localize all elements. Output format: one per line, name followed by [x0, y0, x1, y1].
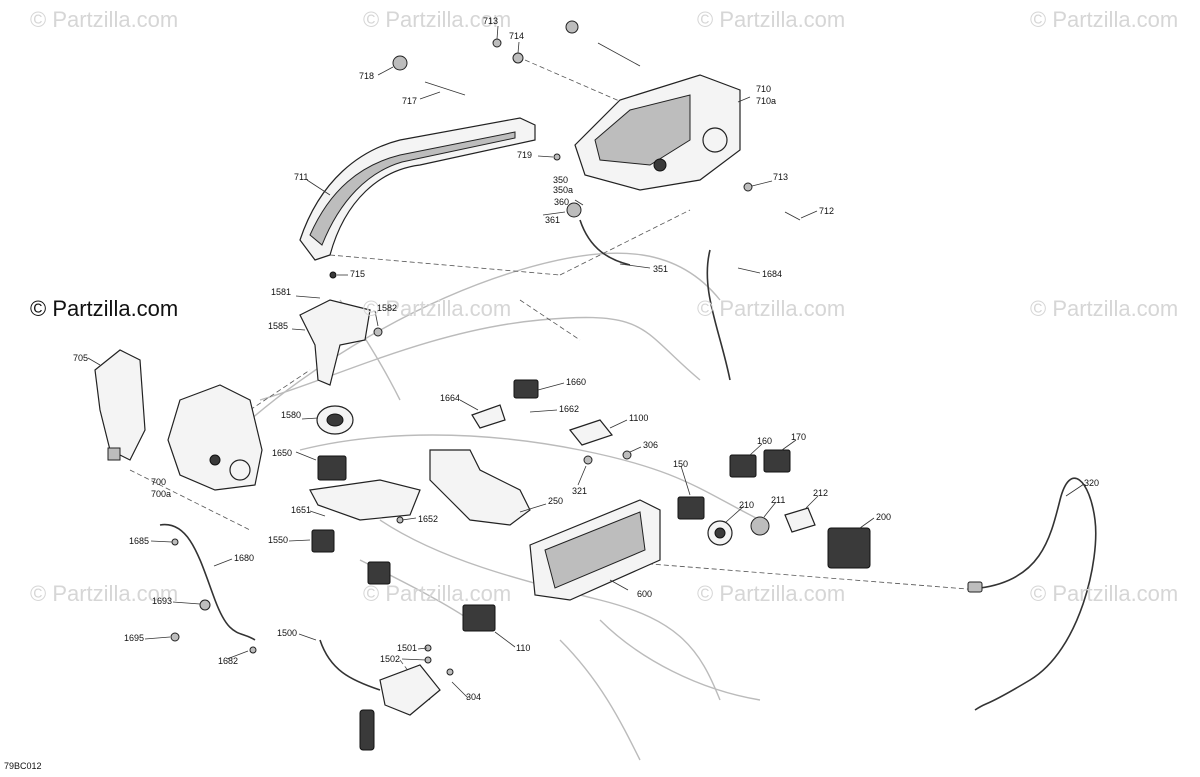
- part-label: 351: [653, 264, 669, 274]
- part-label: 713: [773, 172, 789, 182]
- part-label: 150: [673, 459, 689, 469]
- part-1585-bracket: [299, 299, 371, 386]
- part-110-switch: [462, 604, 496, 632]
- part-label: 1652: [418, 514, 439, 524]
- watermark: © Partzilla.com: [697, 296, 846, 321]
- part-label: 1680: [234, 553, 255, 563]
- part-200-keypad: [827, 527, 871, 569]
- part-label: 712: [819, 206, 835, 216]
- part-label: 705: [73, 353, 89, 363]
- part-label: 1100: [629, 413, 649, 423]
- part-705-lens: [94, 349, 146, 461]
- part-label: 711: [294, 172, 309, 182]
- part-1680-wire: [159, 523, 256, 641]
- part-1500-switch: [319, 639, 441, 751]
- part-label: 1660: [566, 377, 587, 387]
- watermark: © Partzilla.com: [697, 581, 846, 606]
- part-label: 320: [1084, 478, 1100, 488]
- watermark: © Partzilla.com: [30, 7, 179, 32]
- part-label: 211: [771, 495, 786, 505]
- part-710-housing: [574, 74, 741, 191]
- part-label: 1582: [377, 303, 398, 313]
- part-label: 719: [517, 150, 533, 160]
- part-160-switch: [729, 454, 757, 478]
- part-label: 212: [813, 488, 829, 498]
- part-label: 1684: [762, 269, 783, 279]
- part-label: 350: [553, 175, 569, 185]
- part-210-knob: [707, 520, 733, 546]
- part-1550-relay: [311, 529, 335, 553]
- part-250-bracket: [429, 449, 531, 526]
- part-label: 1501: [397, 643, 418, 653]
- part-label: 700: [151, 477, 167, 487]
- watermark: © Partzilla.com: [363, 7, 512, 32]
- watermark: © Partzilla.com: [30, 581, 179, 606]
- part-1664-clip: [471, 404, 506, 429]
- part-700-housing: [167, 384, 263, 491]
- part-label: 1664: [440, 393, 461, 403]
- part-1580-horn: [316, 405, 354, 435]
- part-label: 304: [466, 692, 482, 702]
- part-label: 360: [554, 197, 570, 207]
- hardware-nuts-bolts: [170, 20, 801, 676]
- part-label: 1651: [291, 505, 312, 515]
- part-label: 200: [876, 512, 892, 522]
- watermark-primary: © Partzilla.com: [30, 296, 179, 321]
- part-label: 714: [509, 31, 525, 41]
- part-label: 1500: [277, 628, 298, 638]
- part-1650-bracket: [309, 455, 421, 521]
- part-label: 718: [359, 71, 375, 81]
- part-label: 700a: [151, 489, 172, 499]
- part-label: 1650: [272, 448, 293, 458]
- part-211-ring: [750, 516, 770, 536]
- watermark: © Partzilla.com: [1030, 296, 1179, 321]
- part-1660-sensor: [513, 379, 539, 399]
- part-label: 717: [402, 96, 418, 106]
- part-label: 1662: [559, 404, 580, 414]
- part-label: 1685: [129, 536, 150, 546]
- part-600-cluster: [529, 499, 661, 601]
- part-150-switch: [677, 496, 705, 520]
- part-1684-wire: [706, 249, 731, 381]
- part-170-switch: [763, 449, 791, 473]
- part-label: 1581: [271, 287, 292, 297]
- watermark: © Partzilla.com: [363, 581, 512, 606]
- part-label: 715: [350, 269, 366, 279]
- part-label: 306: [643, 440, 659, 450]
- part-label: 1695: [124, 633, 145, 643]
- part-label: 1693: [152, 596, 173, 606]
- part-212-socket: [784, 507, 816, 533]
- leader-lines: [87, 25, 1085, 699]
- part-label: 160: [757, 436, 773, 446]
- part-label: 710: [756, 84, 772, 94]
- part-label: 710a: [756, 96, 777, 106]
- part-1100-connector: [568, 419, 614, 446]
- part-label: 250: [548, 496, 564, 506]
- part-label: 110: [516, 643, 531, 653]
- part-label: 350a: [553, 185, 574, 195]
- part-711-trim: [299, 117, 536, 261]
- watermark: © Partzilla.com: [1030, 7, 1179, 32]
- part-label: 1502: [380, 654, 401, 664]
- watermark: © Partzilla.com: [363, 296, 512, 321]
- part-label: 713: [483, 16, 499, 26]
- part-label: 361: [545, 215, 561, 225]
- part-351-wire: [579, 219, 631, 266]
- part-relay-2: [367, 561, 391, 585]
- part-320-harness: [974, 477, 1097, 711]
- part-label: 1585: [268, 321, 289, 331]
- part-label: 321: [572, 486, 588, 496]
- part-label: 210: [739, 500, 755, 510]
- part-label: 1550: [268, 535, 289, 545]
- part-320-connector: [967, 581, 983, 593]
- part-label: 1682: [218, 656, 239, 666]
- part-label: 600: [637, 589, 653, 599]
- watermark: © Partzilla.com: [1030, 581, 1179, 606]
- watermark: © Partzilla.com: [697, 7, 846, 32]
- diagram-code: 79BC012: [4, 761, 42, 771]
- part-label: 1580: [281, 410, 302, 420]
- part-label: 170: [791, 432, 807, 442]
